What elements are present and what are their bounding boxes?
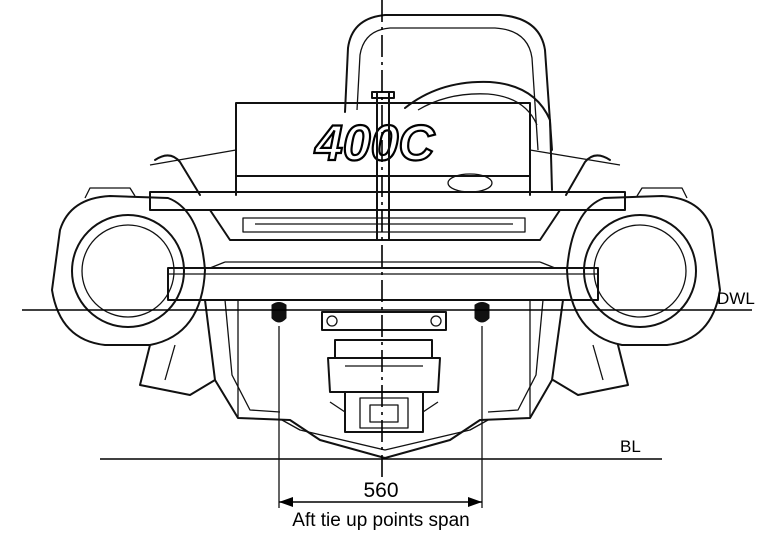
outboard-lower-unit bbox=[321, 311, 447, 433]
starboard-tie-up-point bbox=[474, 302, 490, 323]
span-caption: Aft tie up points span bbox=[292, 510, 469, 531]
deck-beam bbox=[149, 191, 626, 241]
tie-up-points bbox=[271, 302, 490, 323]
transom-rail bbox=[167, 261, 599, 301]
port-tube bbox=[51, 187, 206, 346]
starboard-tube bbox=[566, 187, 721, 346]
model-badge: 400C bbox=[314, 115, 435, 171]
hull bbox=[139, 299, 629, 459]
waterline-label: DWL bbox=[717, 289, 755, 308]
center-post bbox=[371, 91, 395, 241]
port-tie-up-point bbox=[271, 302, 287, 323]
baseline-label: BL bbox=[620, 437, 641, 456]
transom-badge-board: 400C bbox=[235, 102, 531, 177]
span-value: 560 bbox=[363, 479, 398, 502]
span-dimension: 560 Aft tie up points span bbox=[278, 326, 483, 531]
console-seat bbox=[344, 14, 553, 151]
